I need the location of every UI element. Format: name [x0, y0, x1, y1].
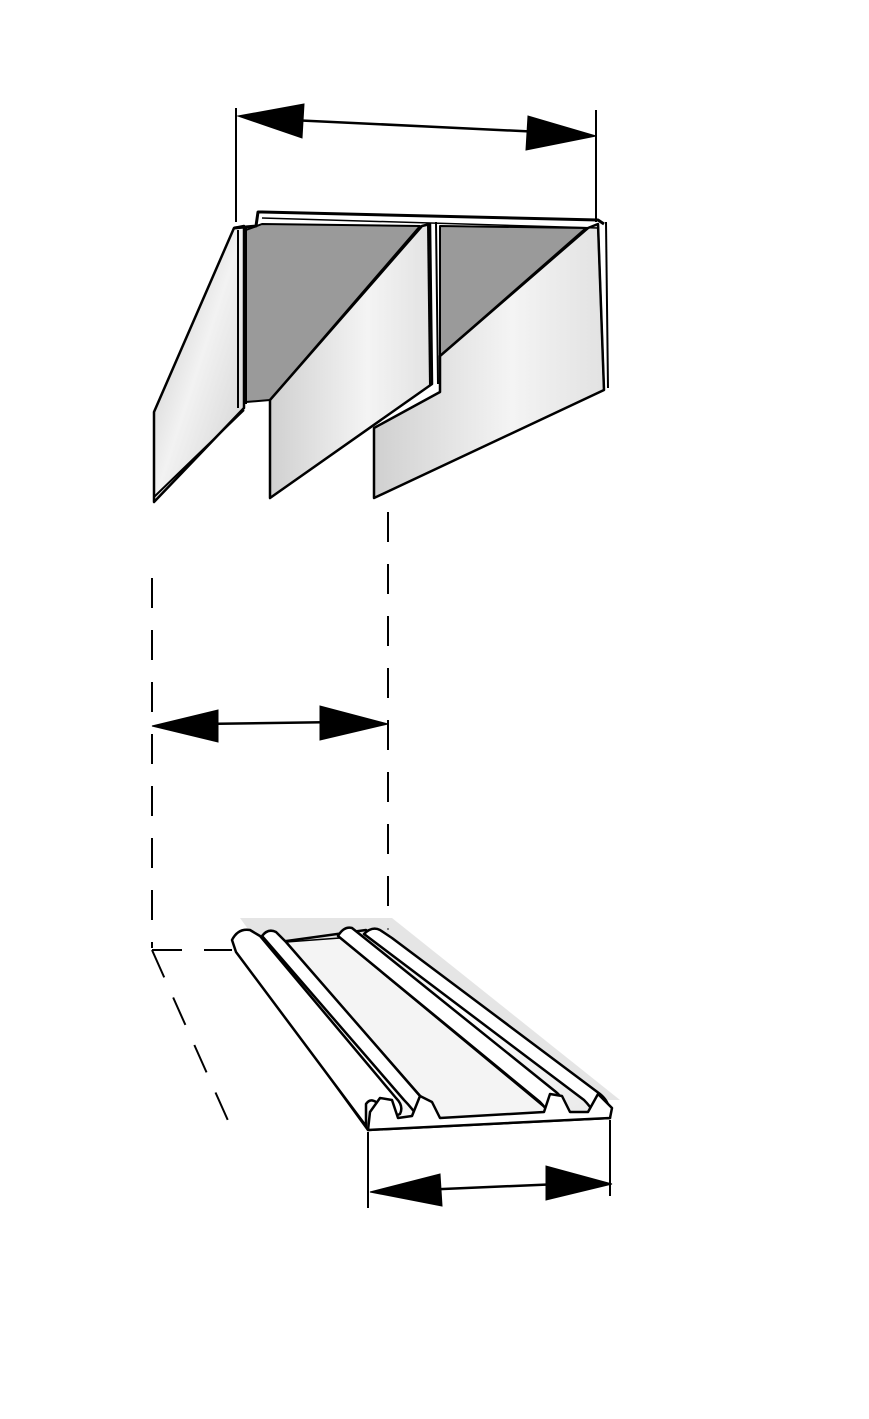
top-track-left-flange [152, 224, 246, 504]
dimension-bottom-track-width [367, 1120, 613, 1208]
dimension-top-track-width [235, 103, 597, 222]
projection-lines [151, 512, 389, 1135]
arrowhead-right [319, 705, 389, 741]
arrowhead-left [236, 103, 305, 139]
top-track-top-edge [233, 210, 605, 230]
bottom-track-front-profile [366, 1092, 614, 1132]
bottom-track [230, 918, 620, 1132]
top-track [152, 210, 609, 504]
arrowhead-right [525, 115, 597, 151]
arrowhead-left [369, 1173, 443, 1207]
dimension-channel-width [151, 705, 389, 743]
arrowhead-left [151, 709, 219, 743]
arrowhead-right [545, 1165, 613, 1201]
